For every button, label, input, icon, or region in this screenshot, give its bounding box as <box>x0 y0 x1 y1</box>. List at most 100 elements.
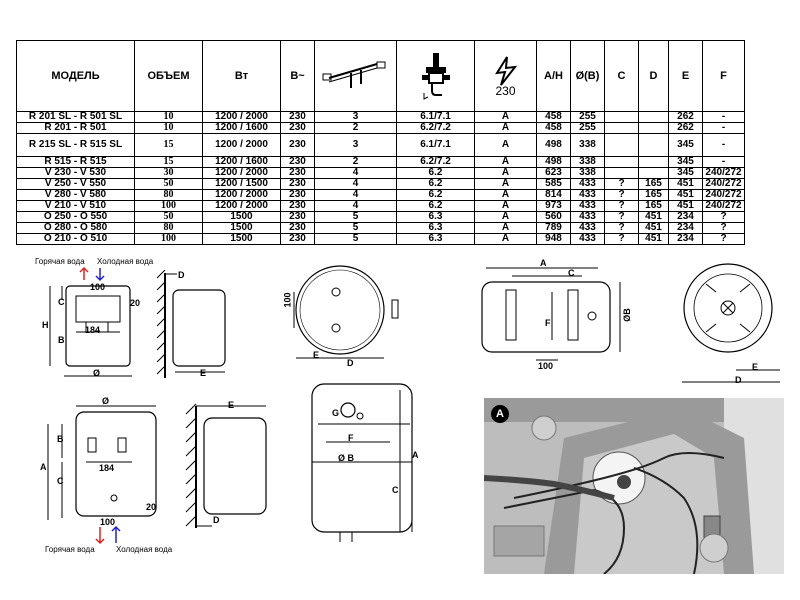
table-cell <box>638 167 669 179</box>
table-cell: 345 <box>668 133 703 157</box>
side-view-small-diagram <box>156 269 226 378</box>
dim-a-side: A <box>412 450 419 460</box>
table-cell: 6.2 <box>396 189 475 201</box>
table-cell: 451 <box>638 211 669 223</box>
dim-100-round: 100 <box>282 292 293 308</box>
table-cell: 814 <box>536 189 571 201</box>
table-cell <box>638 122 669 134</box>
table-cell: 165 <box>638 200 669 212</box>
table-cell: 433 <box>570 178 605 190</box>
table-cell: 165 <box>638 189 669 201</box>
table-cell <box>604 133 639 157</box>
table-cell: 100 <box>134 200 203 212</box>
dim-d-end: D <box>735 375 742 385</box>
dim-b-large: B <box>57 434 64 444</box>
table-cell: 30 <box>134 167 203 179</box>
table-cell: 1200 / 2000 <box>202 111 281 123</box>
table-cell: 1500 <box>202 222 281 234</box>
table-cell: 5 <box>314 233 397 245</box>
table-cell: 230 <box>280 111 315 123</box>
table-cell: 5 <box>314 211 397 223</box>
header-model: МОДЕЛЬ <box>16 40 135 112</box>
table-cell: 230 <box>280 156 315 168</box>
table-cell: 6.1/7.1 <box>396 133 475 157</box>
wiring-photo <box>484 398 784 574</box>
table-cell: R 515 - R 515 <box>16 156 135 168</box>
dim-100-large: 100 <box>100 517 116 527</box>
table-cell: 50 <box>134 211 203 223</box>
dim-f-horiz: F <box>545 318 551 328</box>
table-cell: ? <box>702 222 745 234</box>
table-cell: 3 <box>314 111 397 123</box>
table-cell <box>638 111 669 123</box>
table-cell: 230 <box>280 122 315 134</box>
table-cell: 240/272 <box>702 200 745 212</box>
table-cell <box>604 156 639 168</box>
header-valve-icon <box>396 40 475 112</box>
header-d: D <box>638 40 669 112</box>
table-cell: - <box>702 156 745 168</box>
dim-a-large: A <box>40 462 47 472</box>
dim-d-large: D <box>213 515 220 525</box>
dim-f-large: F <box>348 433 354 443</box>
table-cell: 585 <box>536 178 571 190</box>
table-cell: 458 <box>536 111 571 123</box>
table-cell: 451 <box>668 200 703 212</box>
table-cell: 255 <box>570 122 605 134</box>
table-cell: - <box>702 111 745 123</box>
table-cell: 1200 / 1600 <box>202 122 281 134</box>
table-cell: ? <box>604 178 639 190</box>
table-cell: 1200 / 1500 <box>202 178 281 190</box>
side-view-large-diagram <box>185 403 267 528</box>
header-voltage: В~ <box>280 40 315 112</box>
table-cell: ? <box>702 233 745 245</box>
table-cell: 230 <box>280 233 315 245</box>
table-cell: V 280 - V 580 <box>16 189 135 201</box>
header-volume: ОБЪЕМ <box>134 40 203 112</box>
table-cell: 4 <box>314 189 397 201</box>
spec-table: МОДЕЛЬ ОБЪЕМ Вт В~ <box>16 40 745 245</box>
table-cell: 230 <box>280 222 315 234</box>
wall-bracket-icon <box>322 61 385 88</box>
table-cell: 789 <box>536 222 571 234</box>
dim-e-end: E <box>752 362 759 372</box>
table-cell: V 230 - V 530 <box>16 167 135 179</box>
table-cell: A <box>474 122 537 134</box>
dim-g: G <box>332 408 340 418</box>
table-cell: 6.1/7.1 <box>396 111 475 123</box>
header-e: E <box>668 40 703 112</box>
dim-20-small: 20 <box>130 298 141 308</box>
table-cell: A <box>474 178 537 190</box>
table-cell: 262 <box>668 122 703 134</box>
pipe-arrows-icon <box>95 525 121 545</box>
table-cell: ? <box>604 200 639 212</box>
table-cell: A <box>474 189 537 201</box>
dim-e-round: E <box>313 350 320 360</box>
table-cell <box>638 156 669 168</box>
table-cell: ? <box>604 211 639 223</box>
table-cell: 1500 <box>202 211 281 223</box>
table-cell: 498 <box>536 156 571 168</box>
table-cell: 6.2 <box>396 178 475 190</box>
table-cell: O 280 - O 580 <box>16 222 135 234</box>
round-front-diagram <box>293 265 399 359</box>
header-power: Вт <box>202 40 281 112</box>
header-230: 230 <box>495 83 516 98</box>
dim-a-horiz: A <box>540 258 547 268</box>
dim-ob-horiz: ØB <box>621 308 632 322</box>
hot-water-label-bottom: Горячая вода <box>45 545 95 554</box>
dim-e-small: E <box>200 368 207 378</box>
table-cell: 4 <box>314 167 397 179</box>
dim-c-side: C <box>392 485 399 495</box>
cold-water-label-bottom: Холодная вода <box>116 545 173 554</box>
round-end-diagram <box>682 263 780 383</box>
table-cell: - <box>702 133 745 157</box>
